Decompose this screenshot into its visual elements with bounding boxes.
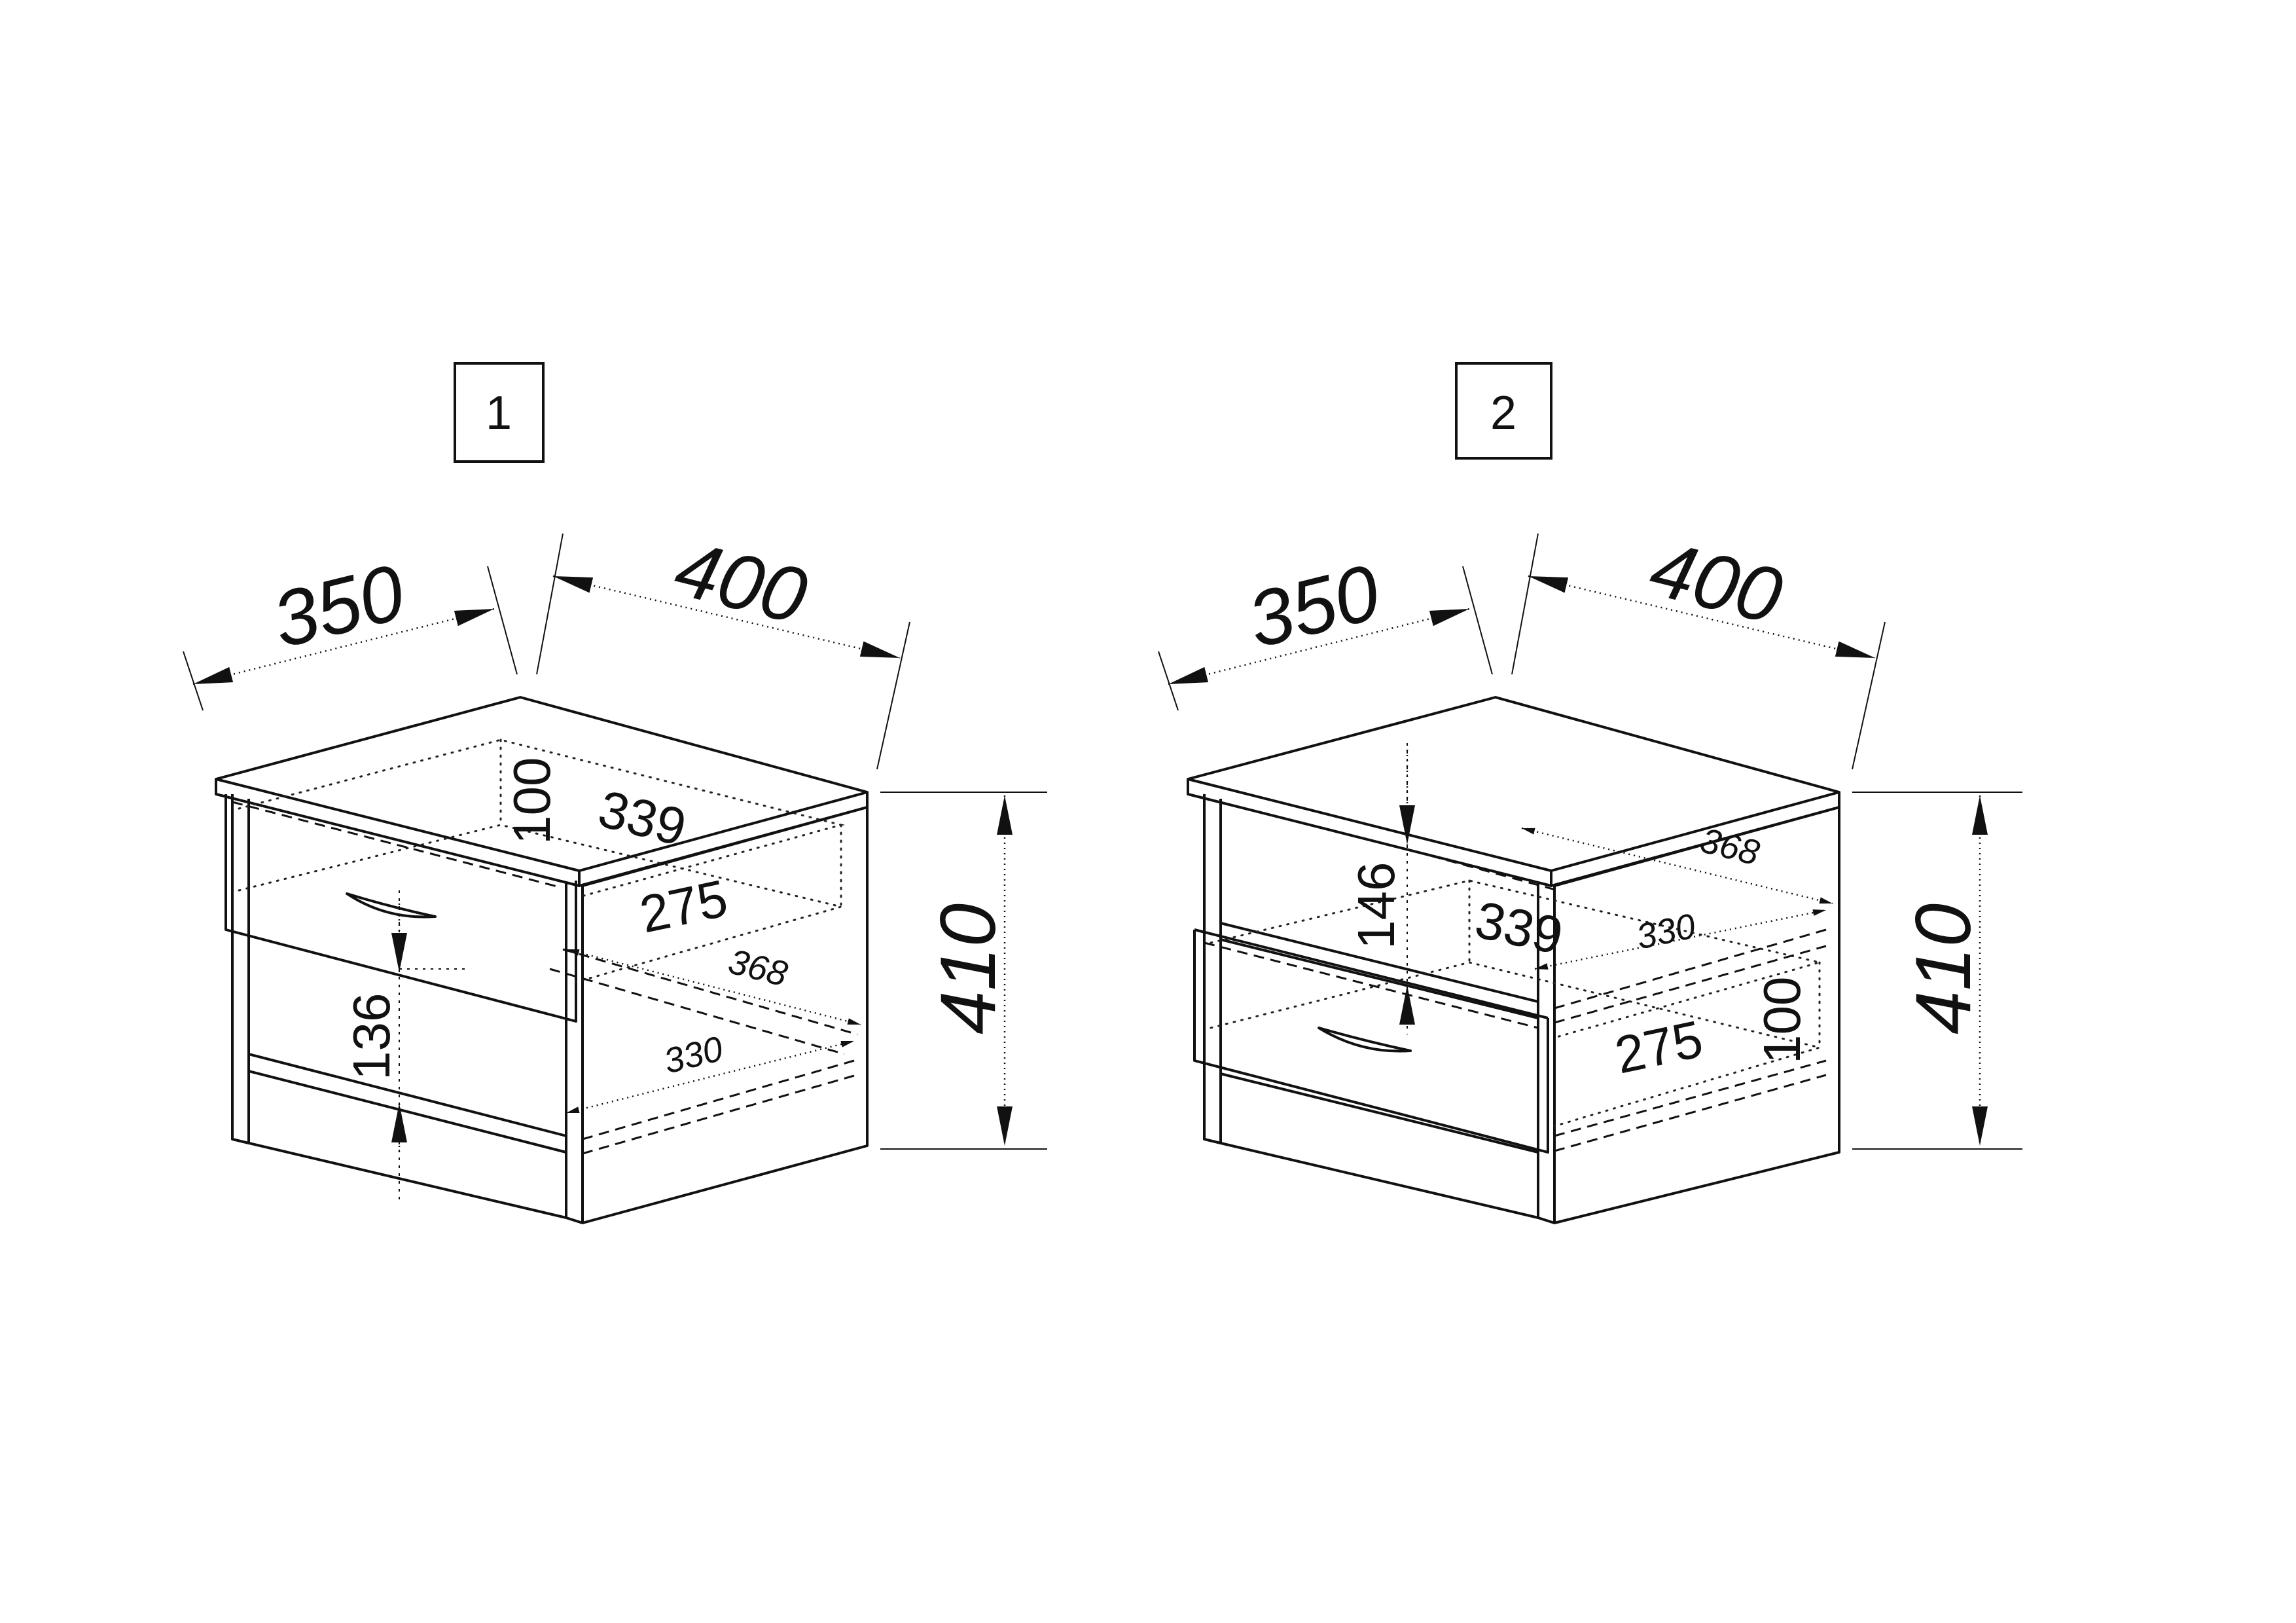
variant-1-width-dimension <box>552 575 901 659</box>
variant-1-drawer-handle <box>346 892 437 919</box>
variant-1-left-post <box>231 794 250 1144</box>
variant-2-width-dimension <box>1528 575 1876 659</box>
variant-1-drawing: 1 <box>183 362 1047 1224</box>
variant-1-drawer-depth-label: 339 <box>593 779 692 857</box>
variant-1-right-post <box>565 883 584 1224</box>
variant-1-side-panel <box>582 806 869 1224</box>
variant-1-shelf-width-label: 368 <box>725 941 791 994</box>
variant-1-drawer-height-label: 100 <box>503 757 561 845</box>
variant-1-drawer-width-label: 275 <box>635 869 732 944</box>
variant-2-dimensions: 350 400 410 146 368 339 330 275 <box>1158 524 2022 1150</box>
variant-2-shelf-width-dimension <box>1521 827 1833 905</box>
variant-2-shelf <box>1219 922 1539 1019</box>
variant-2-left-post <box>1203 794 1222 1144</box>
variant-2-width-label: 400 <box>1642 524 1791 640</box>
variant-2-height-label: 410 <box>1899 903 1987 1034</box>
variant-2-cabinet <box>1187 696 1840 1224</box>
variant-2-drawing: 2 <box>1158 362 2022 1224</box>
variant-1-dimensions: 350 400 410 100 339 275 368 330 <box>183 524 1047 1205</box>
variant-1-shelf <box>247 1053 567 1154</box>
variant-2-number: 2 <box>1490 387 1516 439</box>
variant-1-height-label: 410 <box>924 903 1012 1034</box>
variant-2-shelf-width-label: 368 <box>1696 820 1763 873</box>
variant-1-shelf-depth-dimension <box>565 1040 855 1114</box>
variant-1-label-box: 1 <box>454 362 545 463</box>
variant-2-shelf-gap-label: 146 <box>1347 862 1405 949</box>
variant-1-shelf-gap-label: 136 <box>342 993 401 1080</box>
variant-1-number: 1 <box>486 387 512 439</box>
variant-2-drawer-width-label: 275 <box>1610 1010 1708 1085</box>
variant-1-shelf-width-dimension <box>565 948 861 1026</box>
variant-1-width-label: 400 <box>667 524 816 640</box>
variant-2-shelf-depth-label: 330 <box>1633 906 1699 957</box>
variant-1-depth-label: 350 <box>264 548 413 665</box>
variant-2-drawer-front <box>1193 930 1549 1154</box>
variant-2-label-box: 2 <box>1455 362 1552 460</box>
variant-2-drawer-handle <box>1318 1027 1412 1053</box>
variant-2-right-post <box>1537 883 1556 1224</box>
variant-2-drawer-height-label: 100 <box>1753 977 1811 1064</box>
variant-2-depth-label: 350 <box>1240 548 1388 665</box>
variant-1-shelf-depth-label: 330 <box>660 1029 726 1082</box>
